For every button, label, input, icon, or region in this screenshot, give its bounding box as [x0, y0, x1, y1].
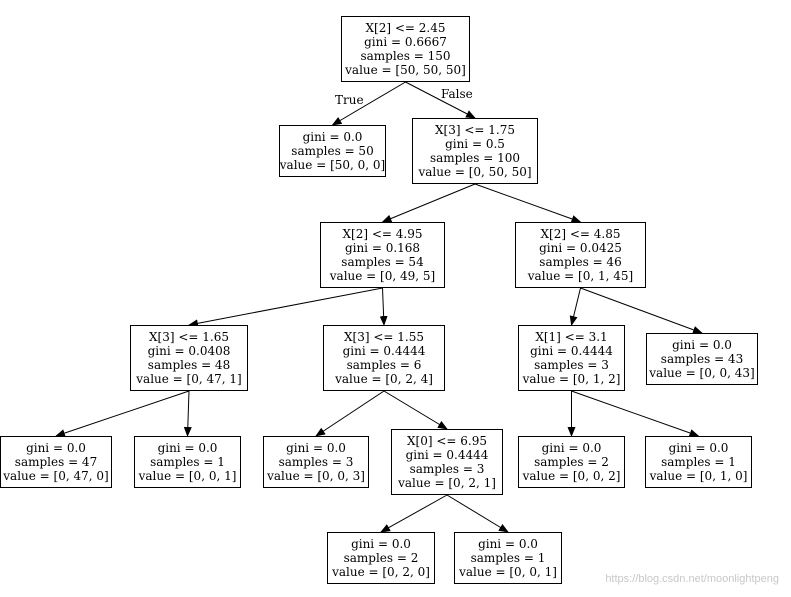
node-line: value = [0, 2, 4] — [335, 372, 433, 386]
edge-label-false: False — [441, 87, 473, 101]
node-line: value = [0, 1, 0] — [649, 469, 748, 483]
node-line: gini = 0.0 — [351, 537, 411, 551]
node-line: value = [0, 49, 5] — [329, 269, 436, 283]
node-line: samples = 1 — [470, 551, 546, 565]
node-line: X[2] <= 4.85 — [540, 227, 621, 241]
node-line: samples = 48 — [147, 358, 231, 372]
edge-n12-n16 — [446, 494, 509, 533]
node-line: samples = 1 — [150, 455, 225, 469]
node-line: samples = 1 — [661, 455, 736, 469]
node-line: samples = 54 — [341, 255, 424, 269]
node-line: gini = 0.0 — [302, 130, 363, 144]
node-line: gini = 0.0 — [672, 338, 732, 352]
node-line: samples = 46 — [539, 255, 622, 269]
node-line: X[3] <= 1.55 — [344, 330, 424, 344]
node-line: value = [0, 47, 1] — [136, 372, 242, 386]
node-line: gini = 0.0 — [478, 537, 538, 551]
node-line: value = [0, 2, 0] — [332, 565, 430, 579]
node-line: value = [50, 50, 50] — [345, 63, 466, 77]
node-line: value = [0, 1, 2] — [522, 372, 621, 386]
node-line: samples = 2 — [343, 551, 419, 565]
node-line: gini = 0.0408 — [147, 344, 231, 358]
node-line: gini = 0.0 — [157, 441, 218, 455]
node-line: value = [0, 0, 3] — [267, 469, 365, 483]
node-line: samples = 47 — [14, 455, 98, 469]
edge-n4-n7 — [569, 287, 581, 326]
edge-n0-n1 — [331, 81, 406, 126]
node-line: X[3] <= 1.75 — [435, 123, 515, 137]
node-line: gini = 0.0425 — [539, 241, 622, 255]
node-line: samples = 3 — [409, 462, 485, 476]
node-line: gini = 0.168 — [344, 241, 421, 255]
node-line: value = [0, 50, 50] — [418, 165, 532, 179]
edge-n2-n3 — [381, 183, 476, 223]
node-line: gini = 0.4444 — [342, 344, 426, 358]
edge-n6-n12 — [383, 390, 448, 430]
node-line: samples = 6 — [346, 358, 422, 372]
node-line: gini = 0.6667 — [364, 35, 447, 49]
edge-n4-n8 — [580, 287, 703, 334]
edge-n12-n15 — [380, 494, 448, 533]
node-line: X[0] <= 6.95 — [407, 434, 487, 448]
node-line: X[3] <= 1.65 — [149, 330, 229, 344]
edge-n3-n6 — [379, 287, 388, 326]
node-line: samples = 43 — [660, 352, 744, 366]
node-line: X[1] <= 3.1 — [535, 330, 608, 344]
node-line: gini = 0.0 — [286, 441, 346, 455]
node-line: value = [0, 0, 2] — [522, 469, 621, 483]
node-line: value = [0, 47, 0] — [3, 469, 109, 483]
node-line: gini = 0.0 — [668, 441, 729, 455]
node-line: gini = 0.0 — [541, 441, 602, 455]
node-line: value = [0, 1, 45] — [527, 269, 634, 283]
node-line: value = [0, 2, 1] — [398, 476, 496, 490]
edge-n0-n2 — [405, 81, 476, 119]
node-line: gini = 0.4444 — [405, 448, 489, 462]
edge-n5-n10 — [183, 390, 192, 437]
edge-label-true: True — [335, 93, 364, 107]
node-line: samples = 100 — [429, 151, 521, 165]
node-line: value = [50, 0, 0] — [279, 158, 386, 172]
node-line: value = [0, 0, 1] — [459, 565, 557, 579]
edge-n6-n11 — [315, 390, 385, 437]
node-line: X[2] <= 2.45 — [365, 21, 446, 35]
node-line: gini = 0.0 — [26, 441, 86, 455]
edge-n5-n9 — [55, 390, 190, 437]
node-line: gini = 0.5 — [445, 137, 505, 151]
edge-n3-n5 — [188, 287, 383, 328]
node-line: samples = 150 — [360, 49, 451, 63]
node-line: samples = 3 — [278, 455, 354, 469]
node-line: value = [0, 0, 1] — [138, 469, 237, 483]
node-line: samples = 50 — [291, 144, 374, 158]
node-line: value = [0, 0, 43] — [649, 366, 755, 380]
node-line: gini = 0.4444 — [530, 344, 613, 358]
node-line: X[2] <= 4.95 — [342, 227, 423, 241]
edge-n2-n4 — [474, 183, 582, 223]
watermark-text: https://blog.csdn.net/moonlightpeng — [605, 573, 779, 585]
node-line: samples = 3 — [534, 358, 609, 372]
node-line: samples = 2 — [534, 455, 609, 469]
edge-n7-n14 — [571, 390, 700, 437]
